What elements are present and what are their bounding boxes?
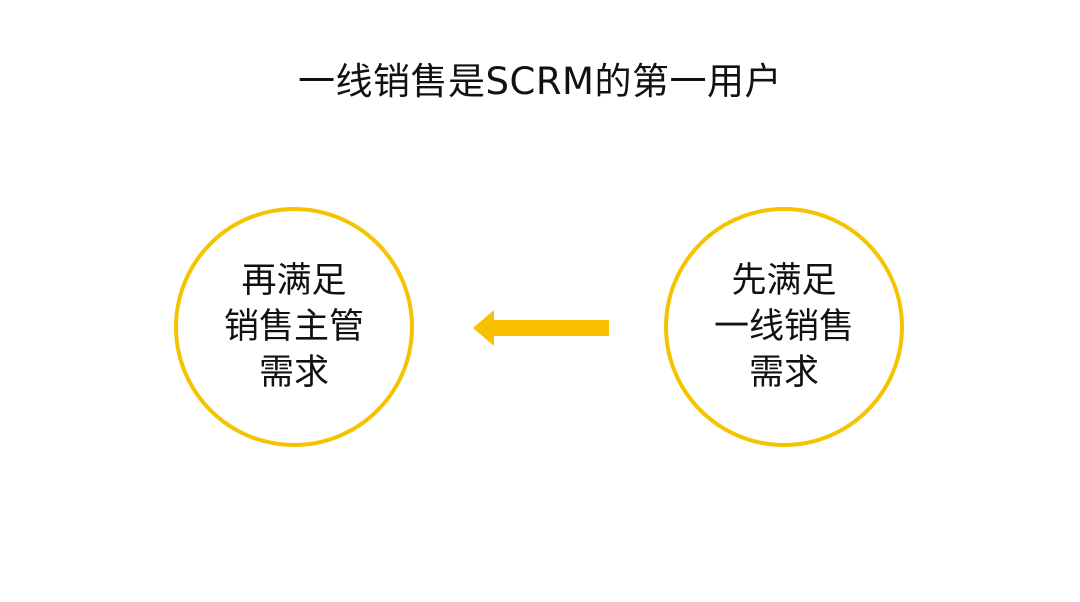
left-arrow-icon xyxy=(473,310,609,346)
arrow-shape xyxy=(473,310,609,346)
right-circle-line-1: 先满足 xyxy=(731,261,837,301)
left-circle: 再满足 销售主管 需求 xyxy=(174,207,414,447)
diagram-title: 一线销售是SCRM的第一用户 xyxy=(298,60,782,103)
right-circle-line-3: 需求 xyxy=(748,353,819,393)
left-circle-line-1: 再满足 xyxy=(241,261,347,301)
left-circle-line-2: 销售主管 xyxy=(223,307,364,347)
left-circle-line-3: 需求 xyxy=(258,353,329,393)
right-circle: 先满足 一线销售 需求 xyxy=(664,207,904,447)
right-circle-line-2: 一线销售 xyxy=(713,307,854,347)
